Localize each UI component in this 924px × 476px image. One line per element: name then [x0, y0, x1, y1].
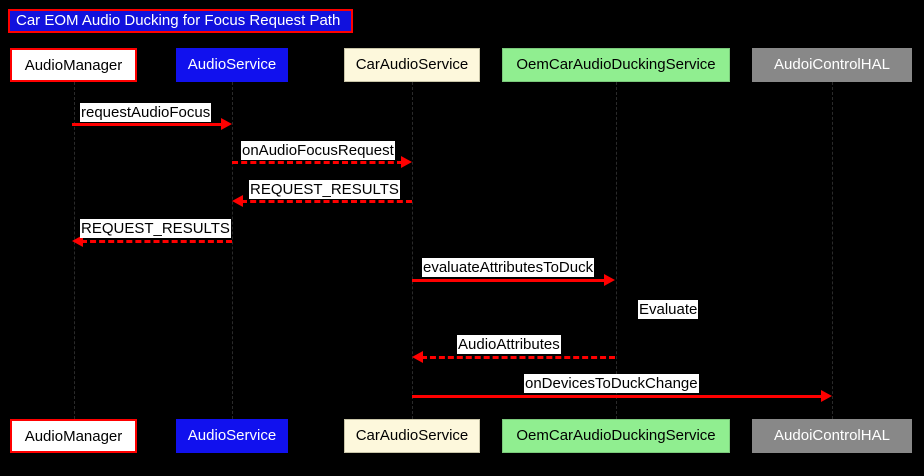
participant-audio-manager-bottom[interactable]: AudioManager — [10, 419, 137, 453]
arrow-head-request-audio-focus — [221, 118, 232, 130]
participant-audio-service-bottom[interactable]: AudioService — [176, 419, 288, 453]
message-line-request-audio-focus — [72, 123, 223, 126]
message-line-on-devices-to-duck-change — [412, 395, 823, 398]
participant-audoi-control-hal-bottom[interactable]: AudoiControlHAL — [752, 419, 912, 453]
participant-oem-car-audio-ducking-service-bottom[interactable]: OemCarAudioDuckingService — [502, 419, 730, 453]
message-label-request-results-2: REQUEST_RESULTS — [80, 219, 231, 238]
message-label-audio-attributes: AudioAttributes — [457, 335, 561, 354]
lifeline-car-audio-service — [412, 82, 413, 419]
participant-audoi-control-hal-top[interactable]: AudoiControlHAL — [752, 48, 912, 82]
arrow-head-request-results-1 — [232, 195, 243, 207]
note-evaluate-note: Evaluate — [638, 300, 699, 319]
participant-audio-service-top[interactable]: AudioService — [176, 48, 288, 82]
message-label-on-audio-focus-request: onAudioFocusRequest — [241, 141, 395, 160]
message-line-audio-attributes — [421, 356, 615, 359]
message-label-on-devices-to-duck-change: onDevicesToDuckChange — [524, 374, 699, 393]
arrow-head-request-results-2 — [72, 235, 83, 247]
arrow-head-evaluate-attributes-to-duck — [604, 274, 615, 286]
arrow-head-on-audio-focus-request — [401, 156, 412, 168]
lifeline-audio-manager — [73, 82, 75, 419]
lifeline-audio-service — [232, 82, 233, 419]
message-line-evaluate-attributes-to-duck — [412, 279, 606, 282]
lifeline-oem-car-audio-ducking-service — [616, 82, 617, 419]
message-line-request-results-1 — [241, 200, 412, 203]
participant-car-audio-service-top[interactable]: CarAudioService — [344, 48, 480, 82]
message-line-request-results-2 — [81, 240, 232, 243]
participant-oem-car-audio-ducking-service-top[interactable]: OemCarAudioDuckingService — [502, 48, 730, 82]
message-label-evaluate-attributes-to-duck: evaluateAttributesToDuck — [422, 258, 595, 277]
arrow-head-on-devices-to-duck-change — [821, 390, 832, 402]
participant-audio-manager-top[interactable]: AudioManager — [10, 48, 137, 82]
arrow-head-audio-attributes — [412, 351, 423, 363]
message-label-request-audio-focus: requestAudioFocus — [80, 103, 212, 122]
diagram-title: Car EOM Audio Ducking for Focus Request … — [8, 9, 353, 33]
message-line-on-audio-focus-request — [232, 161, 403, 164]
message-label-request-results-1: REQUEST_RESULTS — [249, 180, 400, 199]
lifeline-audoi-control-hal — [832, 82, 833, 419]
participant-car-audio-service-bottom[interactable]: CarAudioService — [344, 419, 480, 453]
